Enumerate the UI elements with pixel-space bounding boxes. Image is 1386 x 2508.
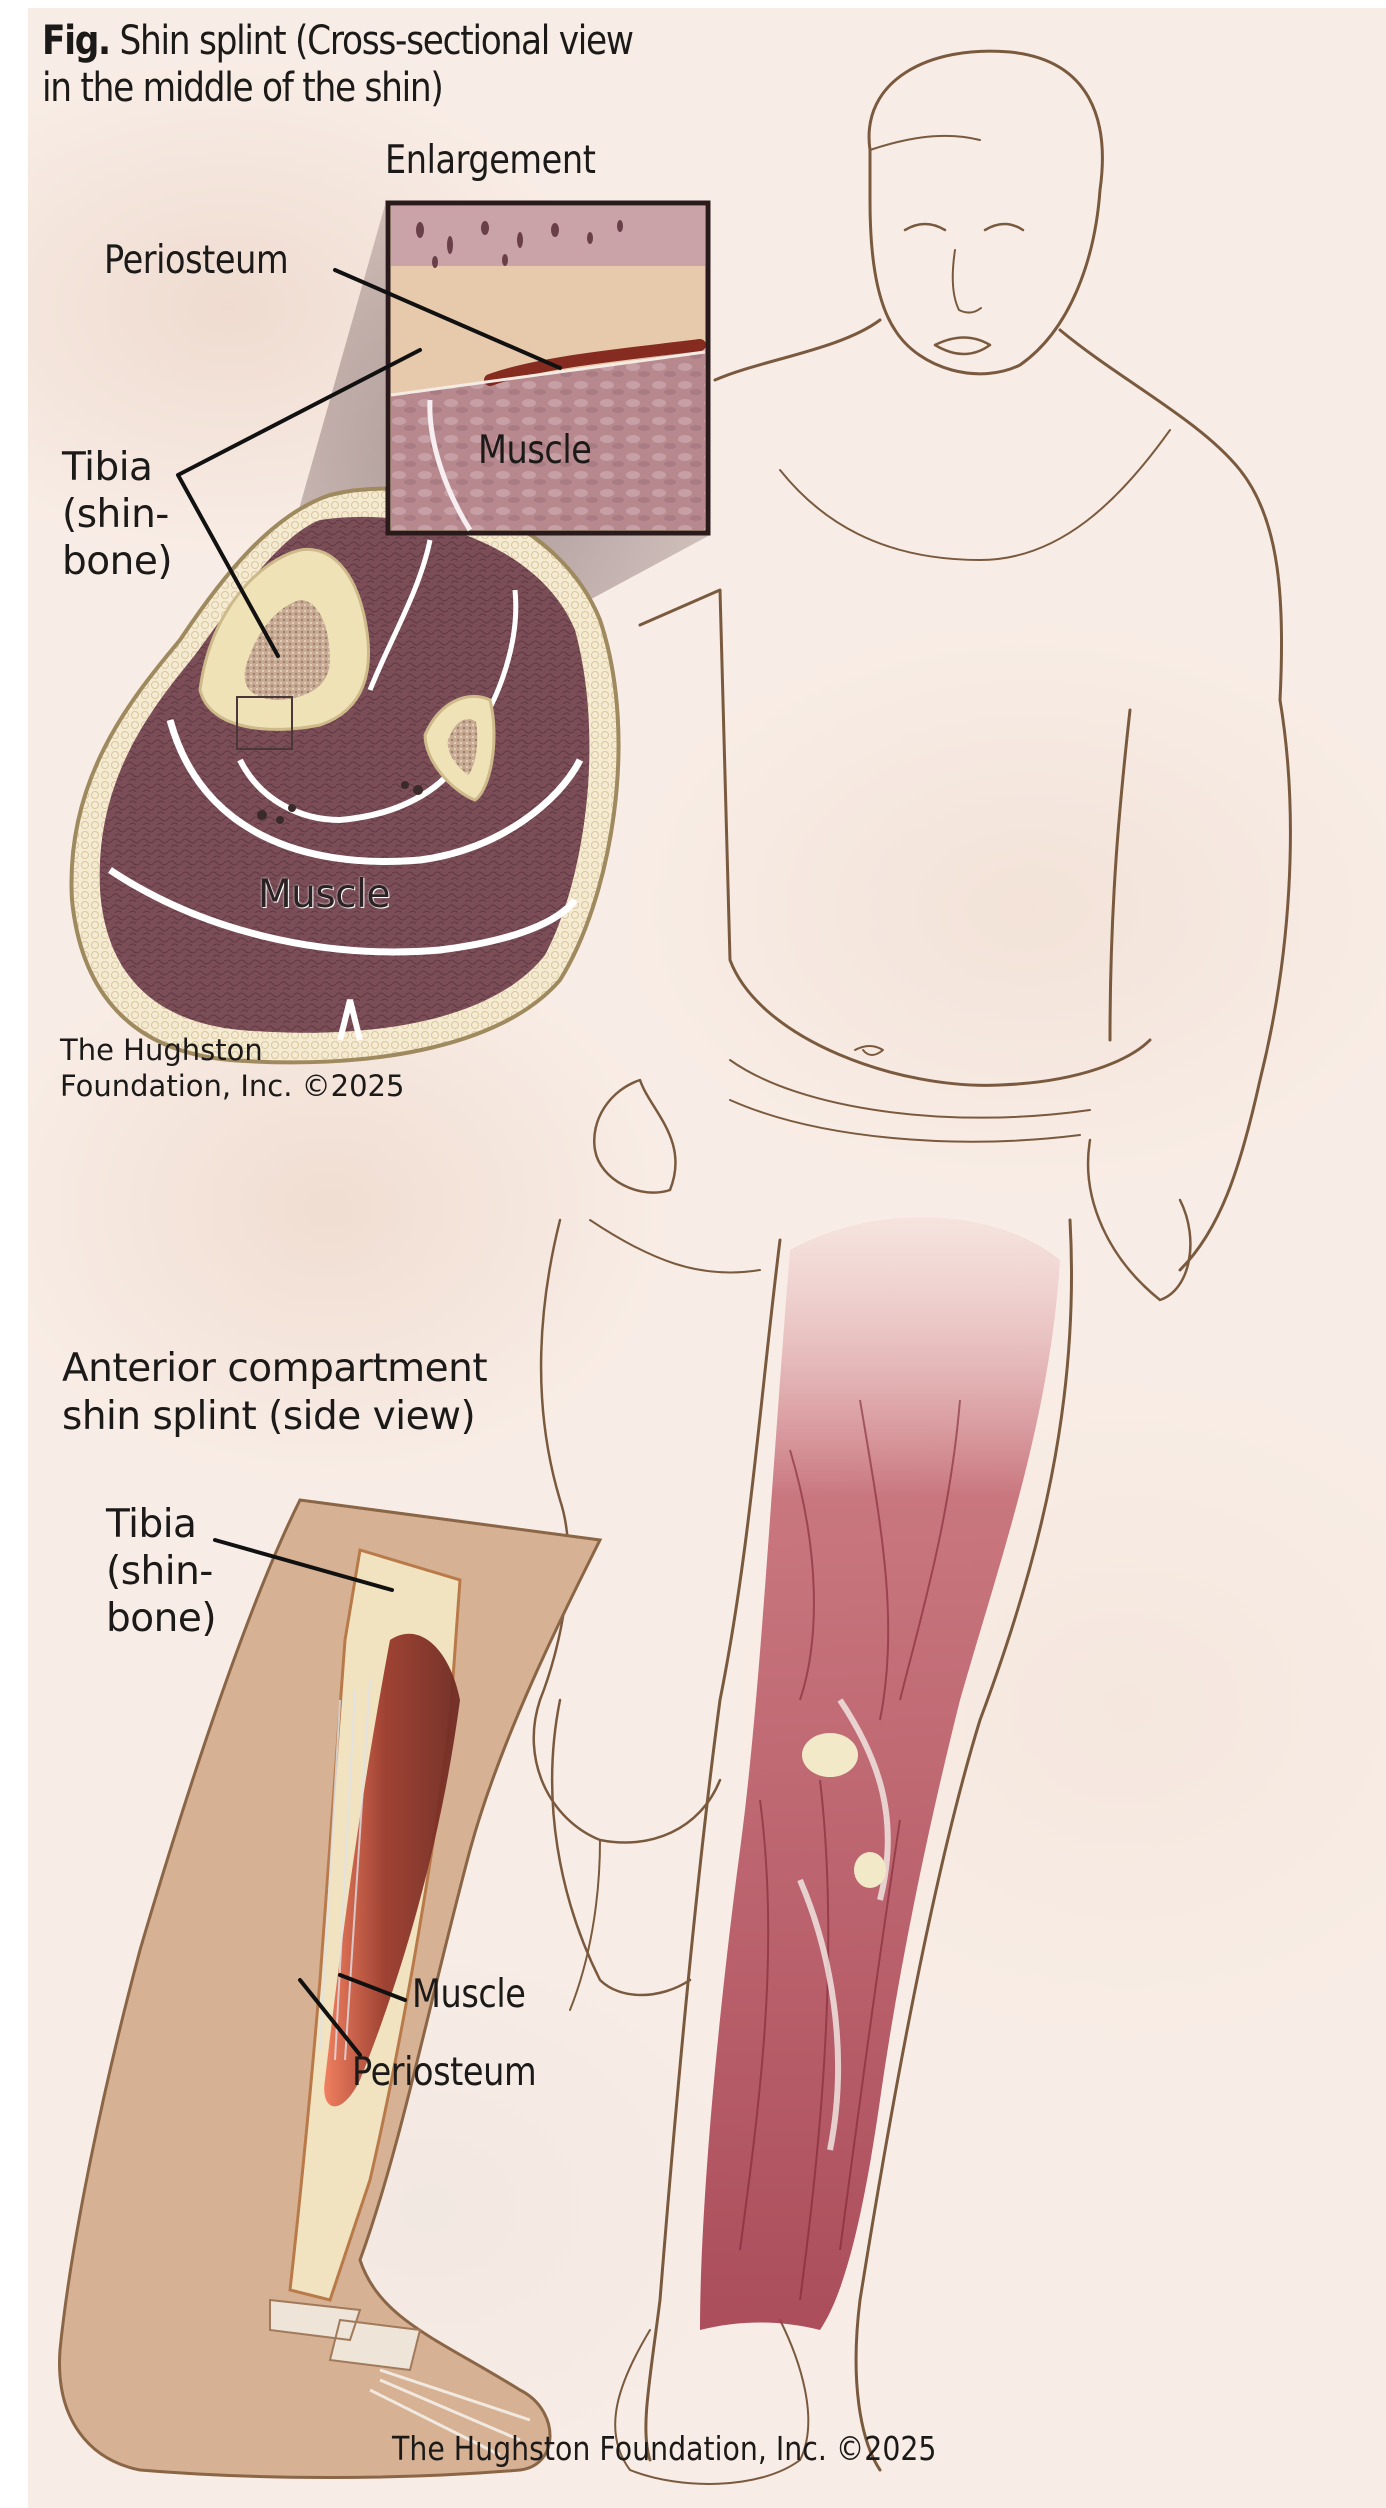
- side-tibia-line2: (shin-: [106, 1548, 213, 1594]
- tibia-label-line1: Tibia: [62, 445, 153, 490]
- figure-title: Fig. Shin splint (Cross-sectional view i…: [42, 18, 634, 112]
- side-view-title-line2: shin splint (side view): [62, 1393, 476, 1439]
- leader-side-tibia: [213, 1538, 394, 1592]
- cross-section-diagram: [69, 486, 621, 1065]
- side-tibia-line3: bone): [106, 1595, 217, 1641]
- leader-enlarge-periosteum: [333, 268, 562, 370]
- copyright-line2: Foundation, Inc. ©2025: [60, 1069, 405, 1104]
- leader-cross-tibia: [176, 348, 422, 658]
- enlargement-inset: [385, 200, 711, 536]
- cross-section-copyright: The Hughston Foundation, Inc. ©2025: [60, 1032, 404, 1105]
- enlargement-periosteum-label: Periosteum: [104, 238, 289, 283]
- tibia-label-line3: bone): [62, 538, 173, 584]
- leader-side-periosteum: [298, 1978, 362, 2057]
- runner-figure-sketch: [532, 49, 1292, 2485]
- cross-section-muscle-label: Muscle: [258, 872, 390, 917]
- side-view-title-line1: Anterior compartment: [62, 1346, 488, 1391]
- cross-section-tibia-label: Tibia (shin- bone): [62, 445, 173, 585]
- side-view-periosteum-label: Periosteum: [352, 2050, 537, 2095]
- footer-copyright: The Hughston Foundation, Inc. ©2025: [392, 2429, 937, 2468]
- leader-lines: [176, 268, 562, 2057]
- side-view-muscle-label: Muscle: [412, 1972, 526, 2017]
- leg-muscle-anatomy: [700, 1217, 1060, 2330]
- figure-title-line1: Shin splint (Cross-sectional view: [109, 18, 634, 64]
- leader-side-muscle: [338, 1973, 407, 2002]
- side-view-title: Anterior compartment shin splint (side v…: [62, 1345, 488, 1440]
- side-tibia-line1: Tibia: [106, 1502, 197, 1547]
- side-view-tibia-label: Tibia (shin- bone): [106, 1502, 217, 1642]
- enlargement-marker-box: [236, 696, 293, 750]
- enlargement-label: Enlargement: [385, 138, 596, 183]
- figure-prefix: Fig.: [42, 18, 111, 64]
- side-view-leg: [58, 1498, 603, 2479]
- figure-title-line2: in the middle of the shin): [42, 65, 444, 112]
- enlargement-muscle-label: Muscle: [478, 428, 592, 473]
- copyright-line1: The Hughston: [60, 1033, 263, 1067]
- tibia-label-line2: (shin-: [62, 491, 169, 537]
